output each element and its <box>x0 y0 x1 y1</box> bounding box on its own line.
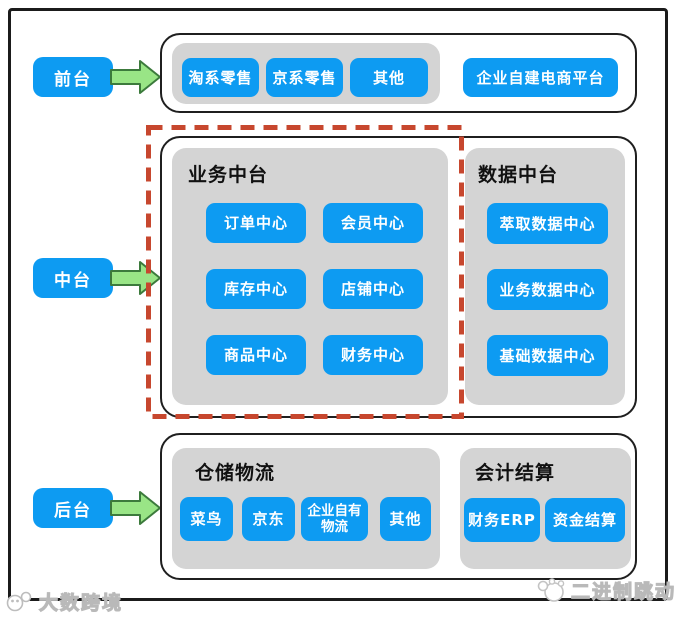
arrow-back-icon <box>110 491 161 525</box>
arrow-middle-icon <box>110 261 161 295</box>
watermark-right-text: 二进制跳动 <box>570 580 677 603</box>
node-taoxi-retail: 淘系零售 <box>182 58 259 97</box>
node-fund-settlement: 资金结算 <box>545 498 625 542</box>
node-jd-logistics: 京东 <box>242 497 295 541</box>
stage-label-middle: 中台 <box>33 258 113 298</box>
business-platform-title: 业务中台 <box>188 164 269 186</box>
node-other-front: 其他 <box>350 58 428 97</box>
node-jingxi-retail: 京系零售 <box>266 58 343 97</box>
node-business-data-center: 业务数据中心 <box>487 269 608 310</box>
node-extract-data-center: 萃取数据中心 <box>487 203 608 244</box>
node-order-center: 订单中心 <box>206 203 306 243</box>
right-watermark-paw-icon <box>537 577 565 602</box>
stage-label-front: 前台 <box>33 57 113 97</box>
node-inventory-center: 库存中心 <box>206 269 306 309</box>
node-basic-data-center: 基础数据中心 <box>487 335 608 376</box>
node-shop-center: 店铺中心 <box>323 269 423 309</box>
data-platform-title: 数据中台 <box>478 164 559 186</box>
node-product-center: 商品中心 <box>206 335 306 375</box>
logistics-title: 仓储物流 <box>195 462 276 484</box>
node-other-logistics: 其他 <box>380 497 431 541</box>
node-finance-center: 财务中心 <box>323 335 423 375</box>
node-self-owned-logistics: 企业自有物流 <box>301 497 368 541</box>
node-member-center: 会员中心 <box>323 203 423 243</box>
node-finance-erp: 财务ERP <box>464 498 540 542</box>
accounting-title: 会计结算 <box>475 462 556 484</box>
watermark-left: 大数跨境 <box>6 588 123 615</box>
stage-label-back: 后台 <box>33 488 113 528</box>
node-self-built-ecommerce: 企业自建电商平台 <box>463 58 618 97</box>
watermark-right: 二进制跳动 <box>536 577 676 604</box>
node-cainiao: 菜鸟 <box>180 497 233 541</box>
watermark-left-text: 大数跨境 <box>38 591 124 614</box>
arrow-front-icon <box>110 60 161 94</box>
left-watermark-logo-icon <box>6 591 32 611</box>
